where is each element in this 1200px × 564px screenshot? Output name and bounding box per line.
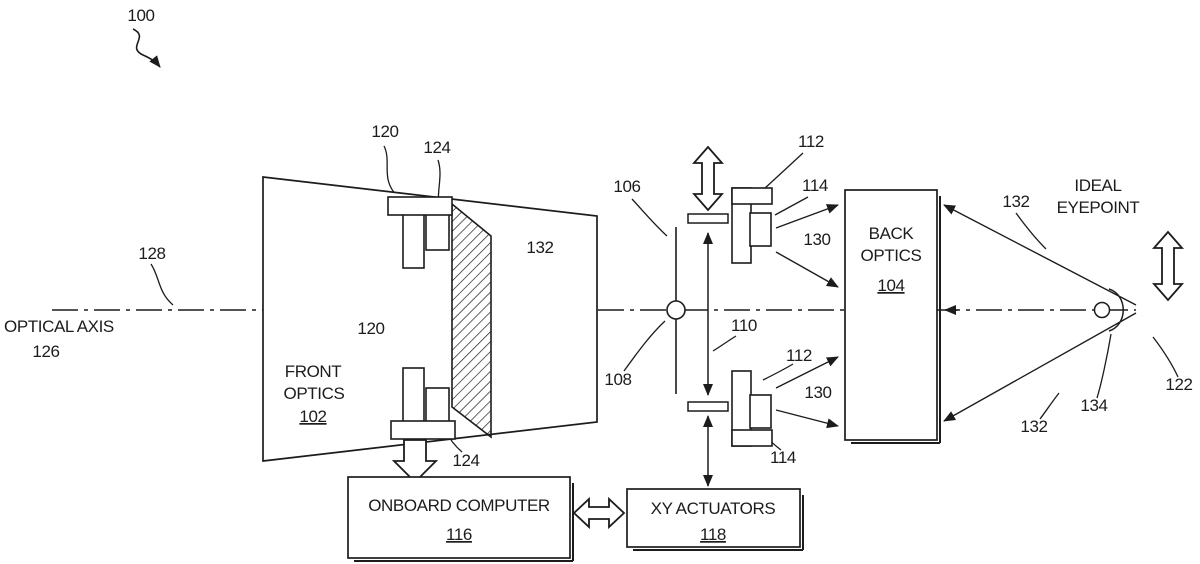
mount-block-bottom-right xyxy=(749,394,772,429)
xy-actuators-label: XY ACTUATORS xyxy=(651,499,776,518)
figure-ref-label: 100 xyxy=(127,6,154,25)
label-112-bottom: 112 xyxy=(786,346,812,365)
label-112-top: 112 xyxy=(798,132,824,151)
label-132-top-right: 132 xyxy=(1002,192,1029,211)
mount-stem-bottom-left xyxy=(402,367,425,423)
arrow-130-top-a xyxy=(775,204,839,229)
arrow-130-bottom-a xyxy=(775,356,839,389)
arrow-130-top-b xyxy=(775,251,839,288)
pivot-circle xyxy=(666,300,686,320)
label-132-front: 132 xyxy=(526,238,553,257)
back-optics-box-shadow xyxy=(851,196,941,444)
leader-110 xyxy=(712,335,737,352)
leader-132-top-right xyxy=(1015,212,1047,250)
leader-132-bottom-right xyxy=(1039,392,1060,420)
xy-actuators-box xyxy=(626,488,801,548)
label-124-bottom: 124 xyxy=(452,451,479,470)
leader-112-bottom xyxy=(762,363,794,381)
mount-cap-bottom-right xyxy=(731,429,773,447)
arrow-130-bottom-b xyxy=(775,409,839,429)
data-arrow-horizontal xyxy=(572,496,626,530)
mount-block-top-right xyxy=(749,212,772,247)
mount-block-bottom-left xyxy=(425,387,450,425)
leader-128 xyxy=(150,263,174,306)
label-130-bottom: 130 xyxy=(804,383,831,402)
leader-114-top xyxy=(774,196,809,216)
ray-top xyxy=(943,204,1137,306)
leader-108 xyxy=(623,320,666,372)
ideal-eyepoint-label-line2: EYEPOINT xyxy=(1057,198,1140,217)
optical-axis-ref: 126 xyxy=(32,342,59,361)
label-130-top: 130 xyxy=(803,230,830,249)
back-optics-box xyxy=(844,189,938,441)
stop-plate-top xyxy=(687,213,729,224)
label-114-top: 114 xyxy=(802,176,828,195)
label-120-top: 120 xyxy=(371,122,398,141)
xy-actuators-box-shadow xyxy=(633,495,804,551)
label-122: 122 xyxy=(1165,375,1192,394)
mount-cap-top-left xyxy=(387,196,453,216)
stop-plate-bottom xyxy=(687,401,729,412)
label-134: 134 xyxy=(1080,396,1107,415)
ideal-eyepoint-label-line1: IDEAL xyxy=(1074,176,1121,195)
front-optics-body xyxy=(262,176,598,462)
label-120-bottom: 120 xyxy=(357,319,384,338)
leader-134 xyxy=(1096,333,1112,399)
eye-cornea-arc xyxy=(1108,288,1124,332)
motion-arrow-right xyxy=(1152,230,1184,302)
mount-stem-top-left xyxy=(402,213,425,269)
front-optics-ref: 102 xyxy=(299,407,326,426)
label-110: 110 xyxy=(731,316,757,335)
label-124-top: 124 xyxy=(423,138,450,157)
lens-element-hatched xyxy=(451,202,492,439)
onboard-computer-label: ONBOARD COMPUTER xyxy=(368,496,550,515)
leader-106 xyxy=(631,198,668,237)
label-128: 128 xyxy=(138,244,165,263)
back-optics-ref: 104 xyxy=(877,276,904,295)
figure-ref-leader xyxy=(132,28,161,68)
mount-cap-top-right xyxy=(731,187,773,205)
leader-120-top xyxy=(383,145,398,197)
onboard-computer-box-shadow xyxy=(354,483,574,562)
front-optics-label-line1: FRONT xyxy=(285,362,342,381)
leader-112-top xyxy=(763,152,804,190)
back-optics-label-line2: OPTICS xyxy=(861,246,922,265)
leader-122 xyxy=(1152,336,1179,378)
eye-pupil-circle xyxy=(1093,301,1111,319)
label-132-bottom-right: 132 xyxy=(1020,417,1047,436)
mount-block-top-left xyxy=(425,213,450,251)
mount-cap-bottom-left xyxy=(390,420,456,440)
back-optics-label-line1: BACK xyxy=(869,224,915,243)
label-106: 106 xyxy=(613,177,640,196)
label-108: 108 xyxy=(604,370,631,389)
ray-bottom xyxy=(943,312,1137,422)
xy-actuators-ref: 118 xyxy=(700,525,726,544)
onboard-computer-box xyxy=(347,476,571,559)
motion-arrow-top xyxy=(692,145,724,212)
onboard-computer-ref: 116 xyxy=(446,525,472,544)
signal-arrow-down xyxy=(391,439,439,484)
optical-axis-label: OPTICAL AXIS xyxy=(4,317,114,336)
front-optics-label-line2: OPTICS xyxy=(284,384,345,403)
label-114-bottom: 114 xyxy=(770,448,796,467)
